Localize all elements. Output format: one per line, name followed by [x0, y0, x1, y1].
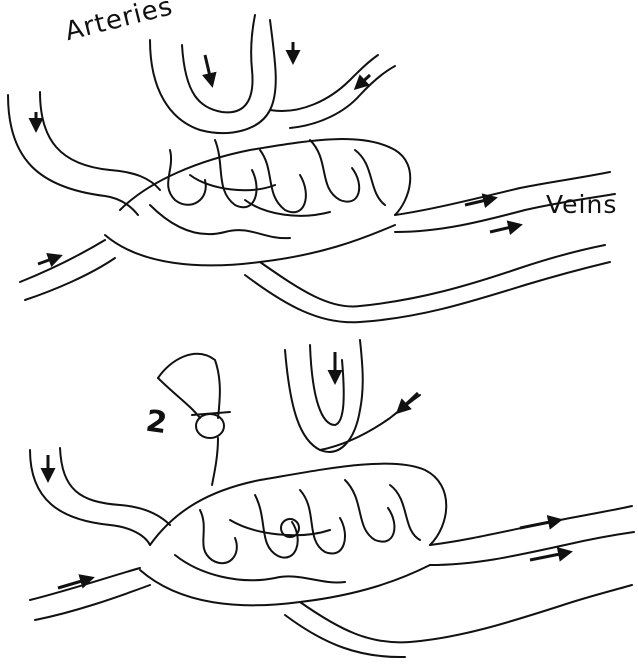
top-capillary-bed: [120, 139, 410, 215]
bottom-flow-arrows: [48, 352, 570, 588]
top-flow-arrows: [36, 42, 520, 264]
arrow-right: [490, 225, 520, 232]
top-left-artery: [8, 95, 138, 215]
arrow-right: [530, 552, 570, 560]
veins-label: Veins: [546, 190, 617, 219]
ligature-knot: [196, 414, 224, 438]
top-central-artery: [150, 20, 276, 133]
bottom-panel: [30, 340, 634, 657]
top-panel: [8, 15, 615, 322]
bottom-central-artery: [285, 340, 363, 452]
arrow-down: [205, 55, 212, 85]
arrow-right: [38, 256, 60, 264]
arrow-down-left: [398, 393, 418, 412]
arrow-right: [520, 520, 560, 528]
